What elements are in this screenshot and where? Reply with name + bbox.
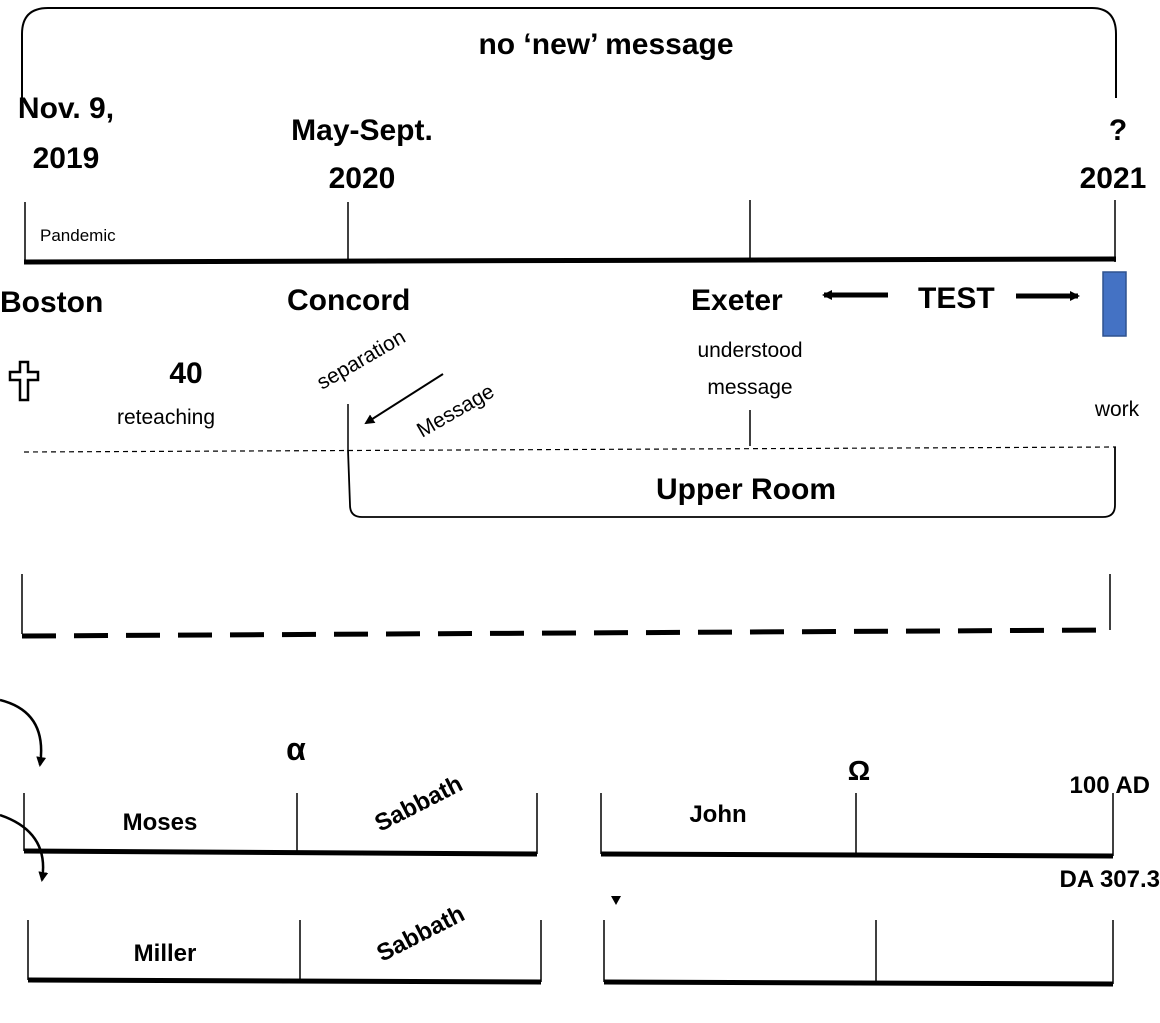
upper-room-bracket: [347, 447, 1116, 518]
omega-symbol: Ω: [848, 755, 870, 786]
place-concord: Concord: [287, 284, 410, 317]
dashed-timeline: [23, 446, 1117, 453]
moses-label: Moses: [123, 809, 198, 836]
test-label: TEST: [918, 282, 995, 315]
upper-room-label: Upper Room: [656, 473, 836, 506]
work-label: work: [1094, 398, 1140, 421]
reteaching-label: reteaching: [117, 406, 215, 429]
main-timeline: [23, 256, 1117, 265]
place-exeter: Exeter: [691, 284, 783, 317]
cross-icon: [8, 360, 40, 402]
date-mid-line1: May-Sept.: [291, 114, 433, 147]
understood-line1: understood: [697, 339, 802, 362]
miller-label: Miller: [134, 940, 197, 967]
year-100-label: 100 AD: [1070, 772, 1150, 799]
curved-arrow-2: [0, 813, 49, 882]
sabbath-label-2: Sabbath: [372, 900, 469, 967]
curved-arrow-1: [0, 698, 47, 767]
alpha-symbol: α: [286, 731, 306, 767]
row2-right-line: [603, 979, 1114, 987]
test-box: [1102, 271, 1127, 337]
sabbath-label-1: Sabbath: [370, 770, 467, 837]
dashed-bracket-line: [21, 627, 1113, 639]
pandemic-label: Pandemic: [40, 226, 116, 245]
date-end-line2: 2021: [1080, 162, 1147, 195]
john-label: John: [689, 801, 746, 828]
ref-label: DA 307.3: [1060, 866, 1160, 893]
date-start-line2: 2019: [33, 142, 100, 175]
understood-line2: message: [707, 376, 792, 399]
row2-left-line: [27, 977, 542, 985]
separation-label: separation: [313, 325, 409, 394]
message-label: Message: [413, 380, 498, 443]
bracket-label: no ‘new’ message: [478, 28, 733, 61]
message-arrow: [364, 373, 444, 425]
row1-left-line: [23, 848, 538, 857]
triangle-marker: [611, 896, 621, 905]
row1-right-line: [600, 851, 1114, 859]
place-boston: Boston: [0, 286, 103, 319]
top-bracket: [21, 7, 1117, 108]
forty-label: 40: [169, 357, 202, 390]
date-mid-line2: 2020: [329, 162, 396, 195]
date-end-line1: ?: [1109, 114, 1127, 147]
date-start-line1: Nov. 9,: [18, 92, 114, 125]
